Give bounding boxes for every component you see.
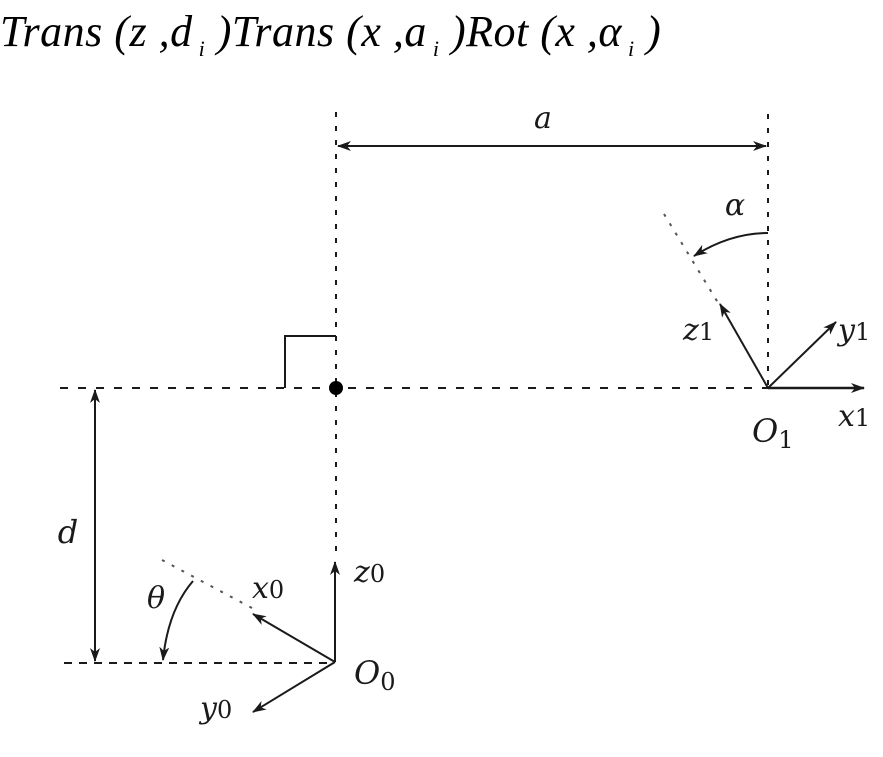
label-x1: x1 <box>838 399 870 434</box>
x0-axis-dotted-extension <box>161 559 253 609</box>
intersection-point <box>329 381 343 395</box>
label-z0: z0 <box>353 555 385 590</box>
y0-axis-arrow <box>252 661 336 713</box>
right-angle-marker <box>284 335 336 388</box>
label-d: d <box>58 513 78 551</box>
label-x0: x0 <box>252 571 284 606</box>
label-a: a <box>534 101 552 136</box>
z1-axis-dotted-extension <box>663 213 721 307</box>
label-z1: z1 <box>682 313 714 348</box>
label-y0: y0 <box>198 691 232 726</box>
theta-rotation-arc <box>159 580 194 661</box>
x0-axis-arrow <box>252 613 336 663</box>
label-O1: O1 <box>752 412 794 454</box>
label-alpha: α <box>725 188 745 223</box>
y1-axis-arrow <box>767 321 837 389</box>
z1-axis-arrow <box>719 303 769 389</box>
alpha-rotation-arc <box>693 232 769 257</box>
label-O0: O0 <box>354 654 396 696</box>
label-theta: θ <box>147 581 165 616</box>
label-y1: y1 <box>836 313 870 348</box>
